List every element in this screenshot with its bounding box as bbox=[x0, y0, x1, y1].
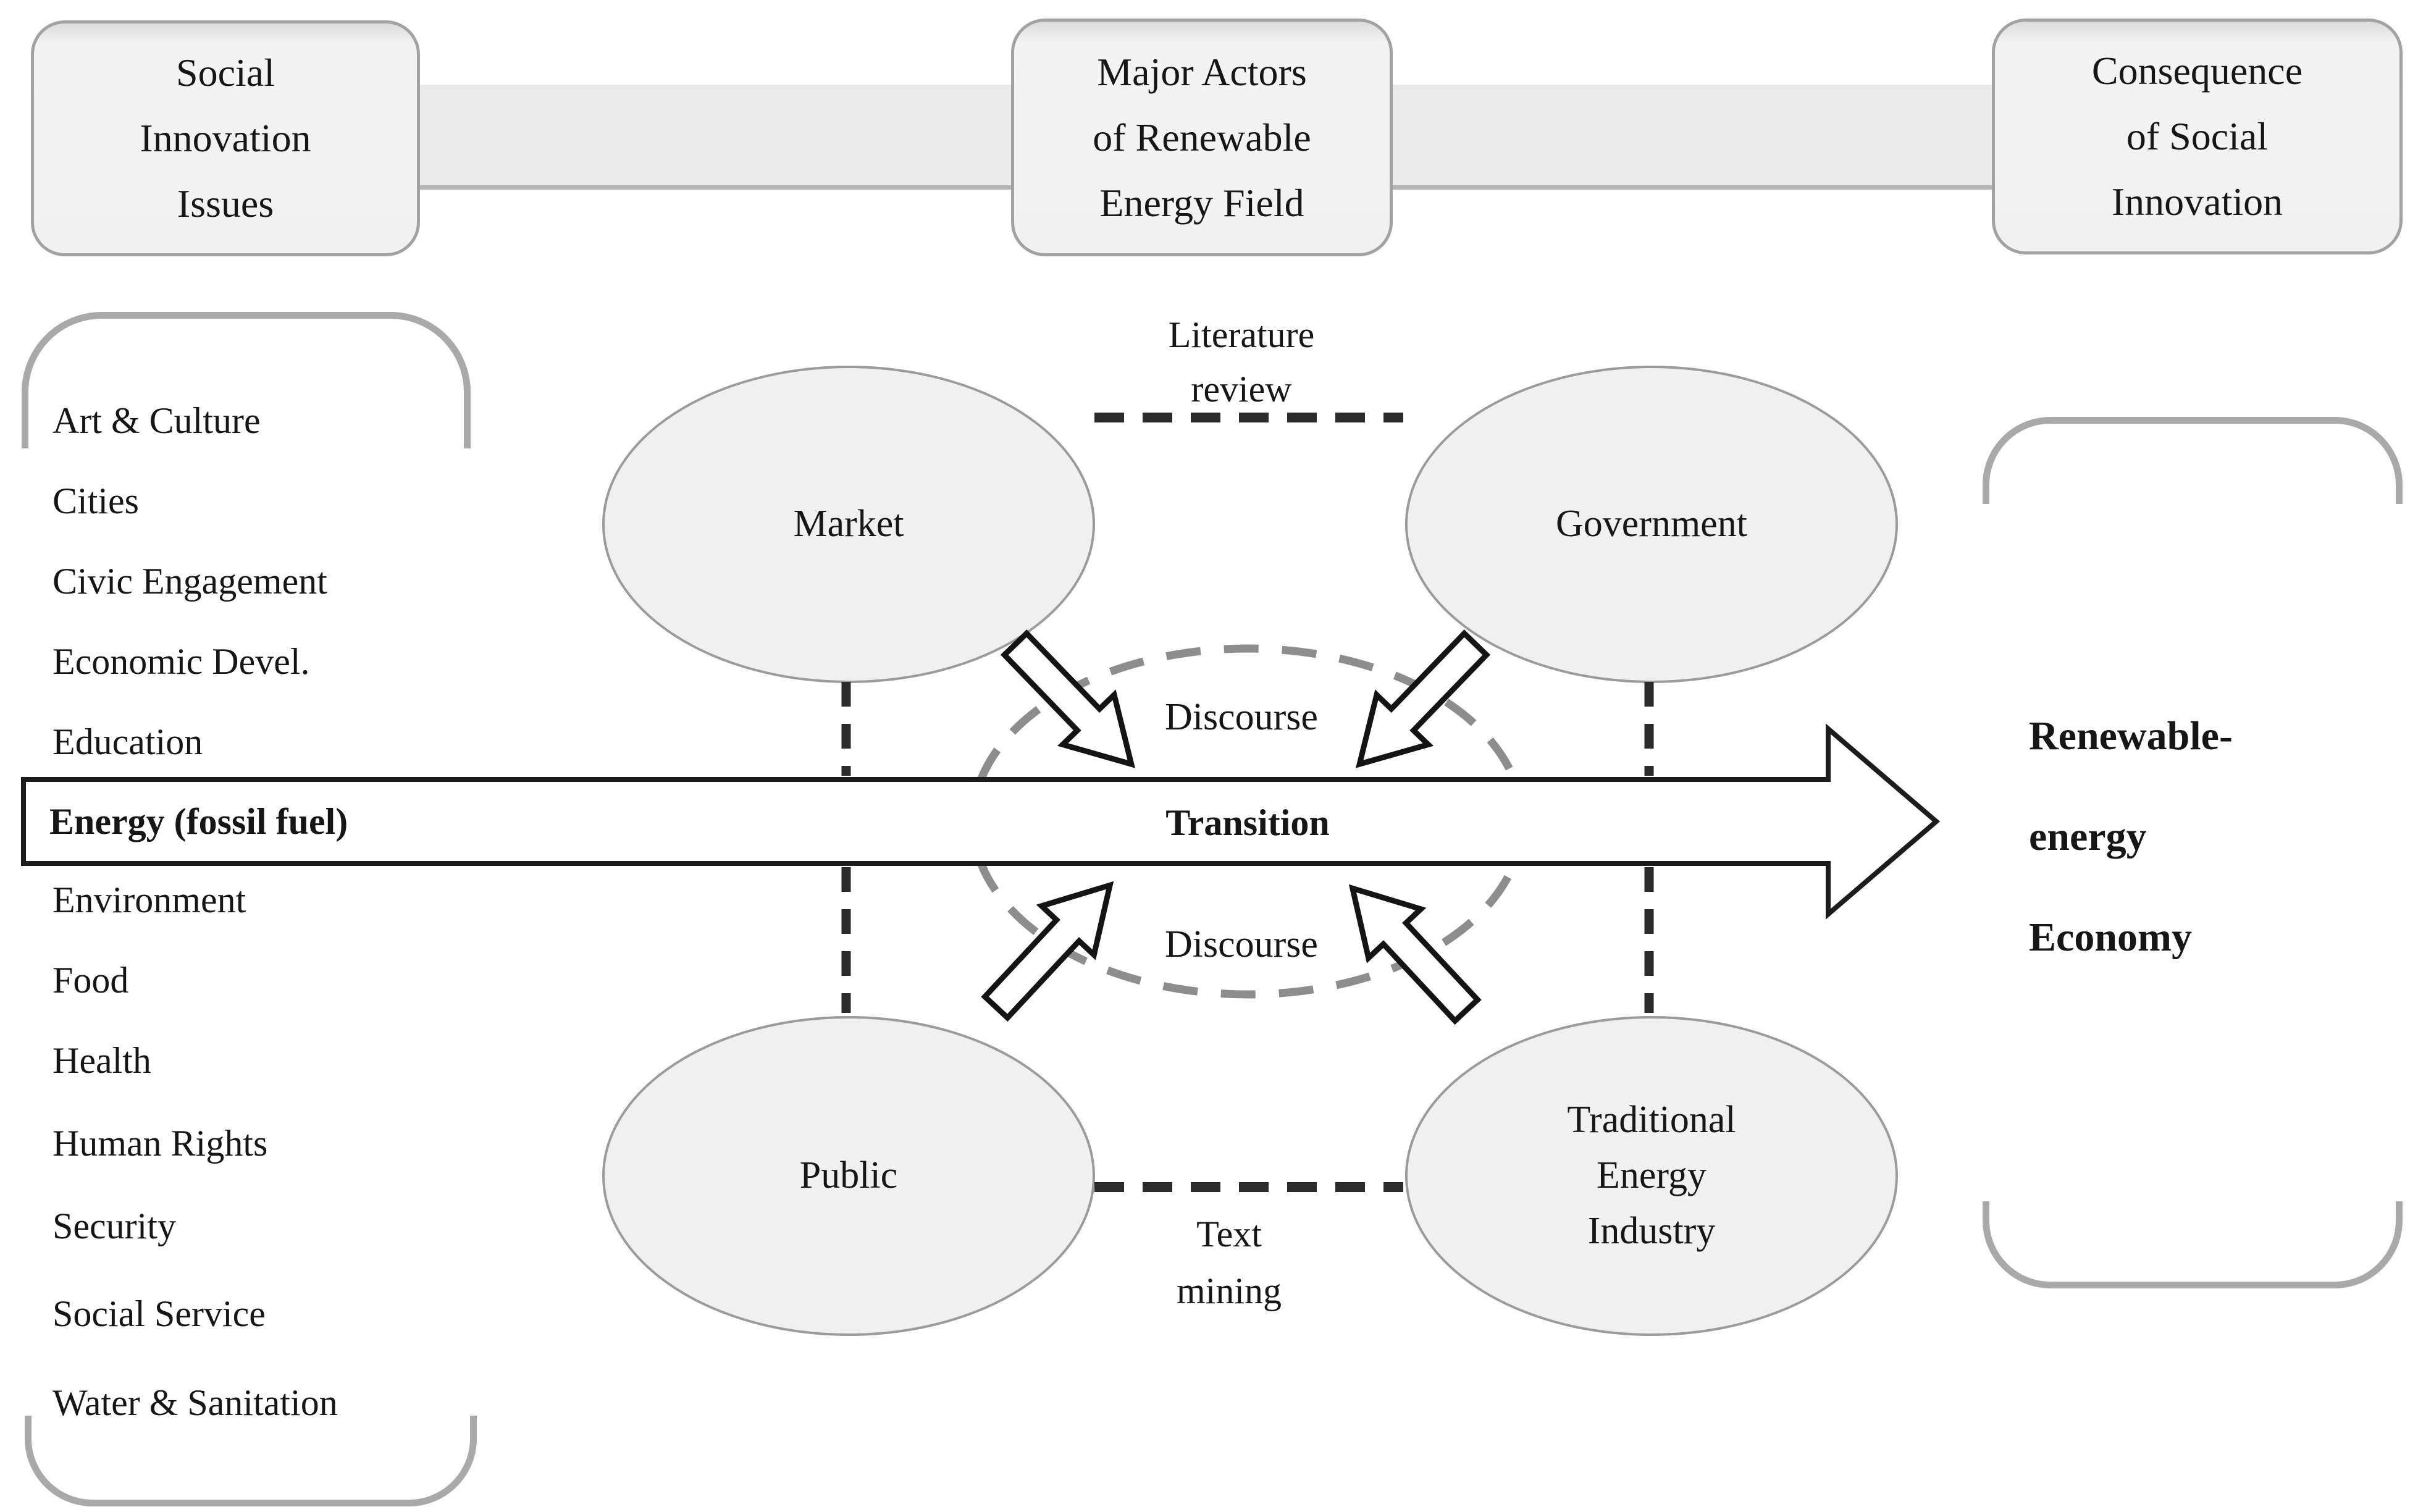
major-actors-label: Major Actors of Renewable Energy Field bbox=[1093, 49, 1311, 225]
traditional-energy-industry-label: Traditional Energy Industry bbox=[1567, 1099, 1736, 1252]
market-label: Market bbox=[793, 503, 904, 545]
issue-item-economic-devel: Economic Devel. bbox=[52, 641, 310, 682]
issue-item-health: Health bbox=[52, 1040, 151, 1081]
issue-item-water-sanitation: Water & Sanitation bbox=[52, 1382, 338, 1423]
social-innovation-issues-box: Social Innovation Issues bbox=[31, 20, 420, 256]
block-arrow-market-to-discourse bbox=[1000, 629, 1136, 768]
issue-item-energy-fossil-fuel: Energy (fossil fuel) bbox=[49, 801, 348, 842]
renewable-energy-economy-label: Renewable- energy Economy bbox=[2029, 713, 2233, 960]
major-actors-box: Major Actors of Renewable Energy Field bbox=[1011, 19, 1393, 256]
issue-item-cities: Cities bbox=[52, 481, 140, 521]
issue-item-education: Education bbox=[52, 721, 203, 762]
outcome-bracket-bottom bbox=[1983, 1201, 2403, 1288]
government-label: Government bbox=[1556, 503, 1747, 545]
transition-label: Transition bbox=[1165, 802, 1330, 843]
block-arrow-public-to-discourse bbox=[981, 881, 1114, 1022]
consequence-label: Consequence of Social Innovation bbox=[2091, 49, 2303, 224]
discourse-bottom-label: Discourse bbox=[1165, 923, 1318, 965]
issue-item-civic-engagement: Civic Engagement bbox=[52, 561, 327, 602]
issue-item-environment: Environment bbox=[52, 880, 246, 920]
outcome-bracket-top bbox=[1983, 417, 2403, 504]
block-arrow-government-to-discourse bbox=[1355, 629, 1491, 768]
consequence-box: Consequence of Social Innovation bbox=[1992, 19, 2403, 254]
market-ellipse: Market bbox=[602, 366, 1095, 683]
text-mining-label: Text mining bbox=[1176, 1214, 1282, 1311]
literature-review-label: Literature review bbox=[1168, 314, 1315, 410]
public-ellipse: Public bbox=[602, 1016, 1095, 1336]
issues-bracket-top bbox=[22, 312, 471, 448]
transition-arrow bbox=[21, 723, 1941, 920]
issue-item-social-service: Social Service bbox=[52, 1293, 266, 1334]
traditional-energy-industry-ellipse: Traditional Energy Industry bbox=[1405, 1016, 1898, 1336]
discourse-top-label: Discourse bbox=[1165, 696, 1318, 738]
issue-item-security: Security bbox=[52, 1206, 176, 1246]
block-arrow-industry-to-discourse bbox=[1348, 884, 1482, 1025]
social-innovation-issues-label: Social Innovation Issues bbox=[140, 51, 311, 225]
issue-item-food: Food bbox=[52, 960, 129, 1001]
issue-item-human-rights: Human Rights bbox=[52, 1123, 268, 1164]
public-label: Public bbox=[799, 1154, 898, 1197]
issue-item-art-culture: Art & Culture bbox=[52, 400, 261, 441]
